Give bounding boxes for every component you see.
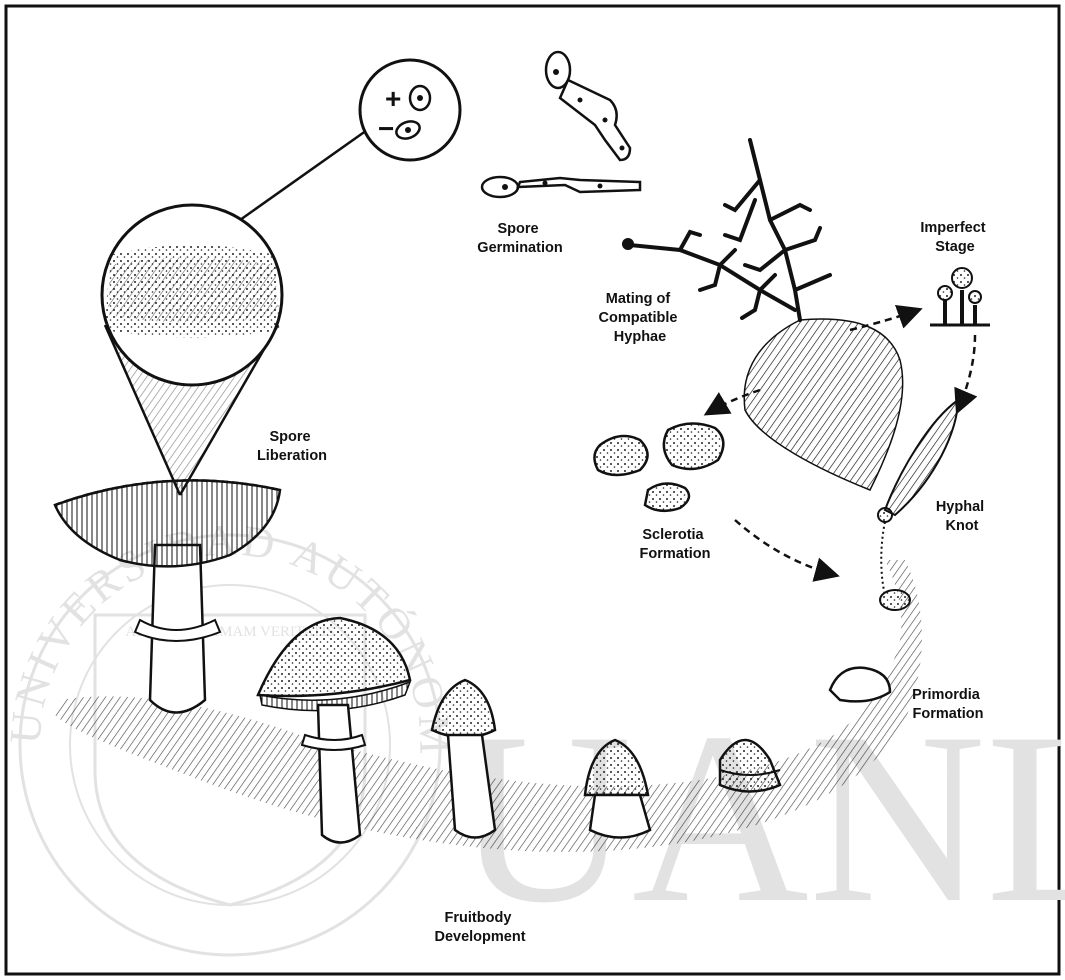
arrow-to-hyphal-knot — [958, 335, 975, 410]
label-sclerotia-formation: Sclerotia Formation — [640, 527, 711, 562]
mycelium-mass — [744, 319, 902, 490]
label-imperfect-stage: Imperfect Stage — [920, 220, 989, 255]
label-hyphal-knot: Hyphal Knot — [936, 499, 988, 534]
minus-sign: − — [378, 113, 394, 144]
primordium-small — [880, 590, 910, 610]
connector-line — [240, 128, 370, 220]
hyphal-spore — [622, 238, 634, 250]
germinating-spore-chain — [482, 177, 640, 197]
sclerotia — [594, 423, 723, 510]
label-spore-liberation: Spore Liberation — [257, 429, 327, 464]
imperfect-stage-conidiophores — [930, 268, 990, 325]
arrow-to-primordia — [735, 520, 835, 575]
germinating-spore-tube — [546, 52, 630, 160]
magnified-gill-tissue — [102, 205, 282, 385]
primordium-medium — [830, 668, 890, 702]
spore-mating-types: + − — [360, 60, 460, 160]
label-mating-of-compatible-hyphae: Mating of Compatible Hyphae — [599, 291, 682, 345]
label-spore-germination: Spore Germination — [477, 221, 562, 256]
plus-sign: + — [385, 83, 401, 114]
